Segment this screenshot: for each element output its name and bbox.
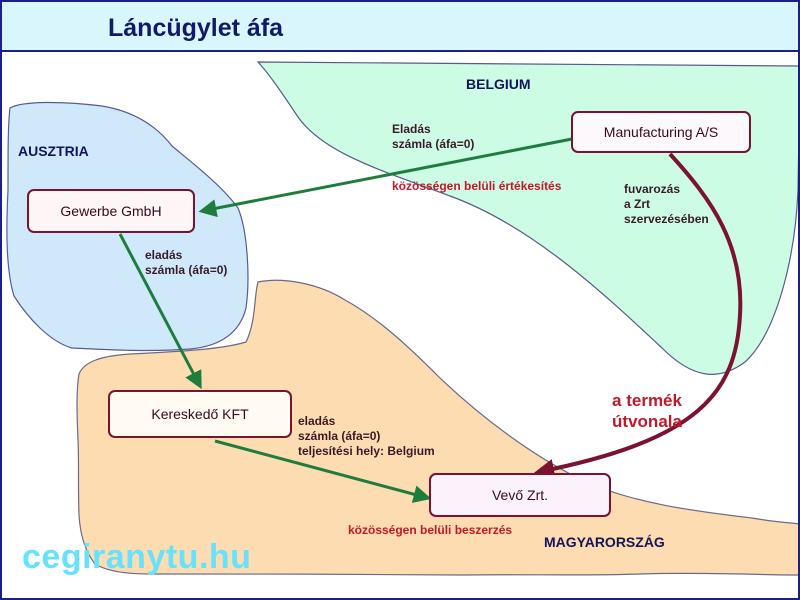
transport-label: fuvarozás a Zrt szervezésében (624, 182, 709, 227)
sale-label-1-line-1: Eladás (392, 122, 431, 136)
gewerbe-name: Gewerbe GmbH (60, 203, 162, 219)
sale-label-1-line-2: számla (áfa=0) (392, 137, 475, 151)
intra-acquisition-label: közösségen belüli beszerzés (348, 523, 513, 537)
invoice-arrow-gewerbe-to-kereskedo (118, 233, 202, 390)
product-route-line-1: a termék (612, 391, 682, 410)
watermark: cegiranytu.hu (22, 538, 252, 576)
invoice-arrow-kereskedo-to-vevo (214, 439, 432, 503)
intra-sale-label: közösségen belüli értékesítés (392, 179, 562, 193)
hungary-region (76, 279, 800, 576)
sale-label-3: eladás számla (áfa=0) teljesítési hely: … (298, 414, 435, 459)
sale-label-3-line-2: számla (áfa=0) (298, 429, 381, 443)
transport-label-line-3: szervezésében (624, 212, 709, 226)
belgium-label: BELGIUM (466, 76, 531, 92)
product-route-line-2: útvonala (612, 412, 682, 431)
invoice-arrow-manufacturing-to-gewerbe (198, 137, 573, 218)
sale-label-3-line-3: teljesítési hely: Belgium (298, 444, 435, 458)
hungary-label: MAGYARORSZÁG (544, 534, 665, 550)
sale-label-3-line-1: eladás (298, 414, 336, 428)
manufacturing-name: Manufacturing A/S (603, 124, 719, 140)
product-route-label: a termék útvonala (592, 390, 702, 432)
sale-label-2-line-1: eladás (145, 248, 183, 262)
kereskedo-name: Kereskedő KFT (151, 406, 249, 422)
austria-label: AUSZTRIA (18, 143, 89, 159)
gewerbe-box: Gewerbe GmbH (27, 189, 195, 233)
sale-label-2-line-2: számla (áfa=0) (145, 263, 228, 277)
manufacturing-box: Manufacturing A/S (571, 111, 751, 153)
sale-label-1: Eladás számla (áfa=0) (392, 122, 474, 152)
vevo-box: Vevő Zrt. (429, 473, 611, 517)
title-bar: Láncügylet áfa (2, 2, 798, 52)
vevo-name: Vevő Zrt. (491, 487, 549, 503)
kereskedo-box: Kereskedő KFT (108, 390, 292, 438)
transport-label-line-1: fuvarozás (624, 182, 681, 196)
transport-label-line-2: a Zrt (624, 197, 651, 211)
product-route-arrow (534, 152, 743, 479)
sale-label-2: eladás számla (áfa=0) (145, 248, 227, 278)
page-title: Láncügylet áfa (108, 14, 284, 42)
